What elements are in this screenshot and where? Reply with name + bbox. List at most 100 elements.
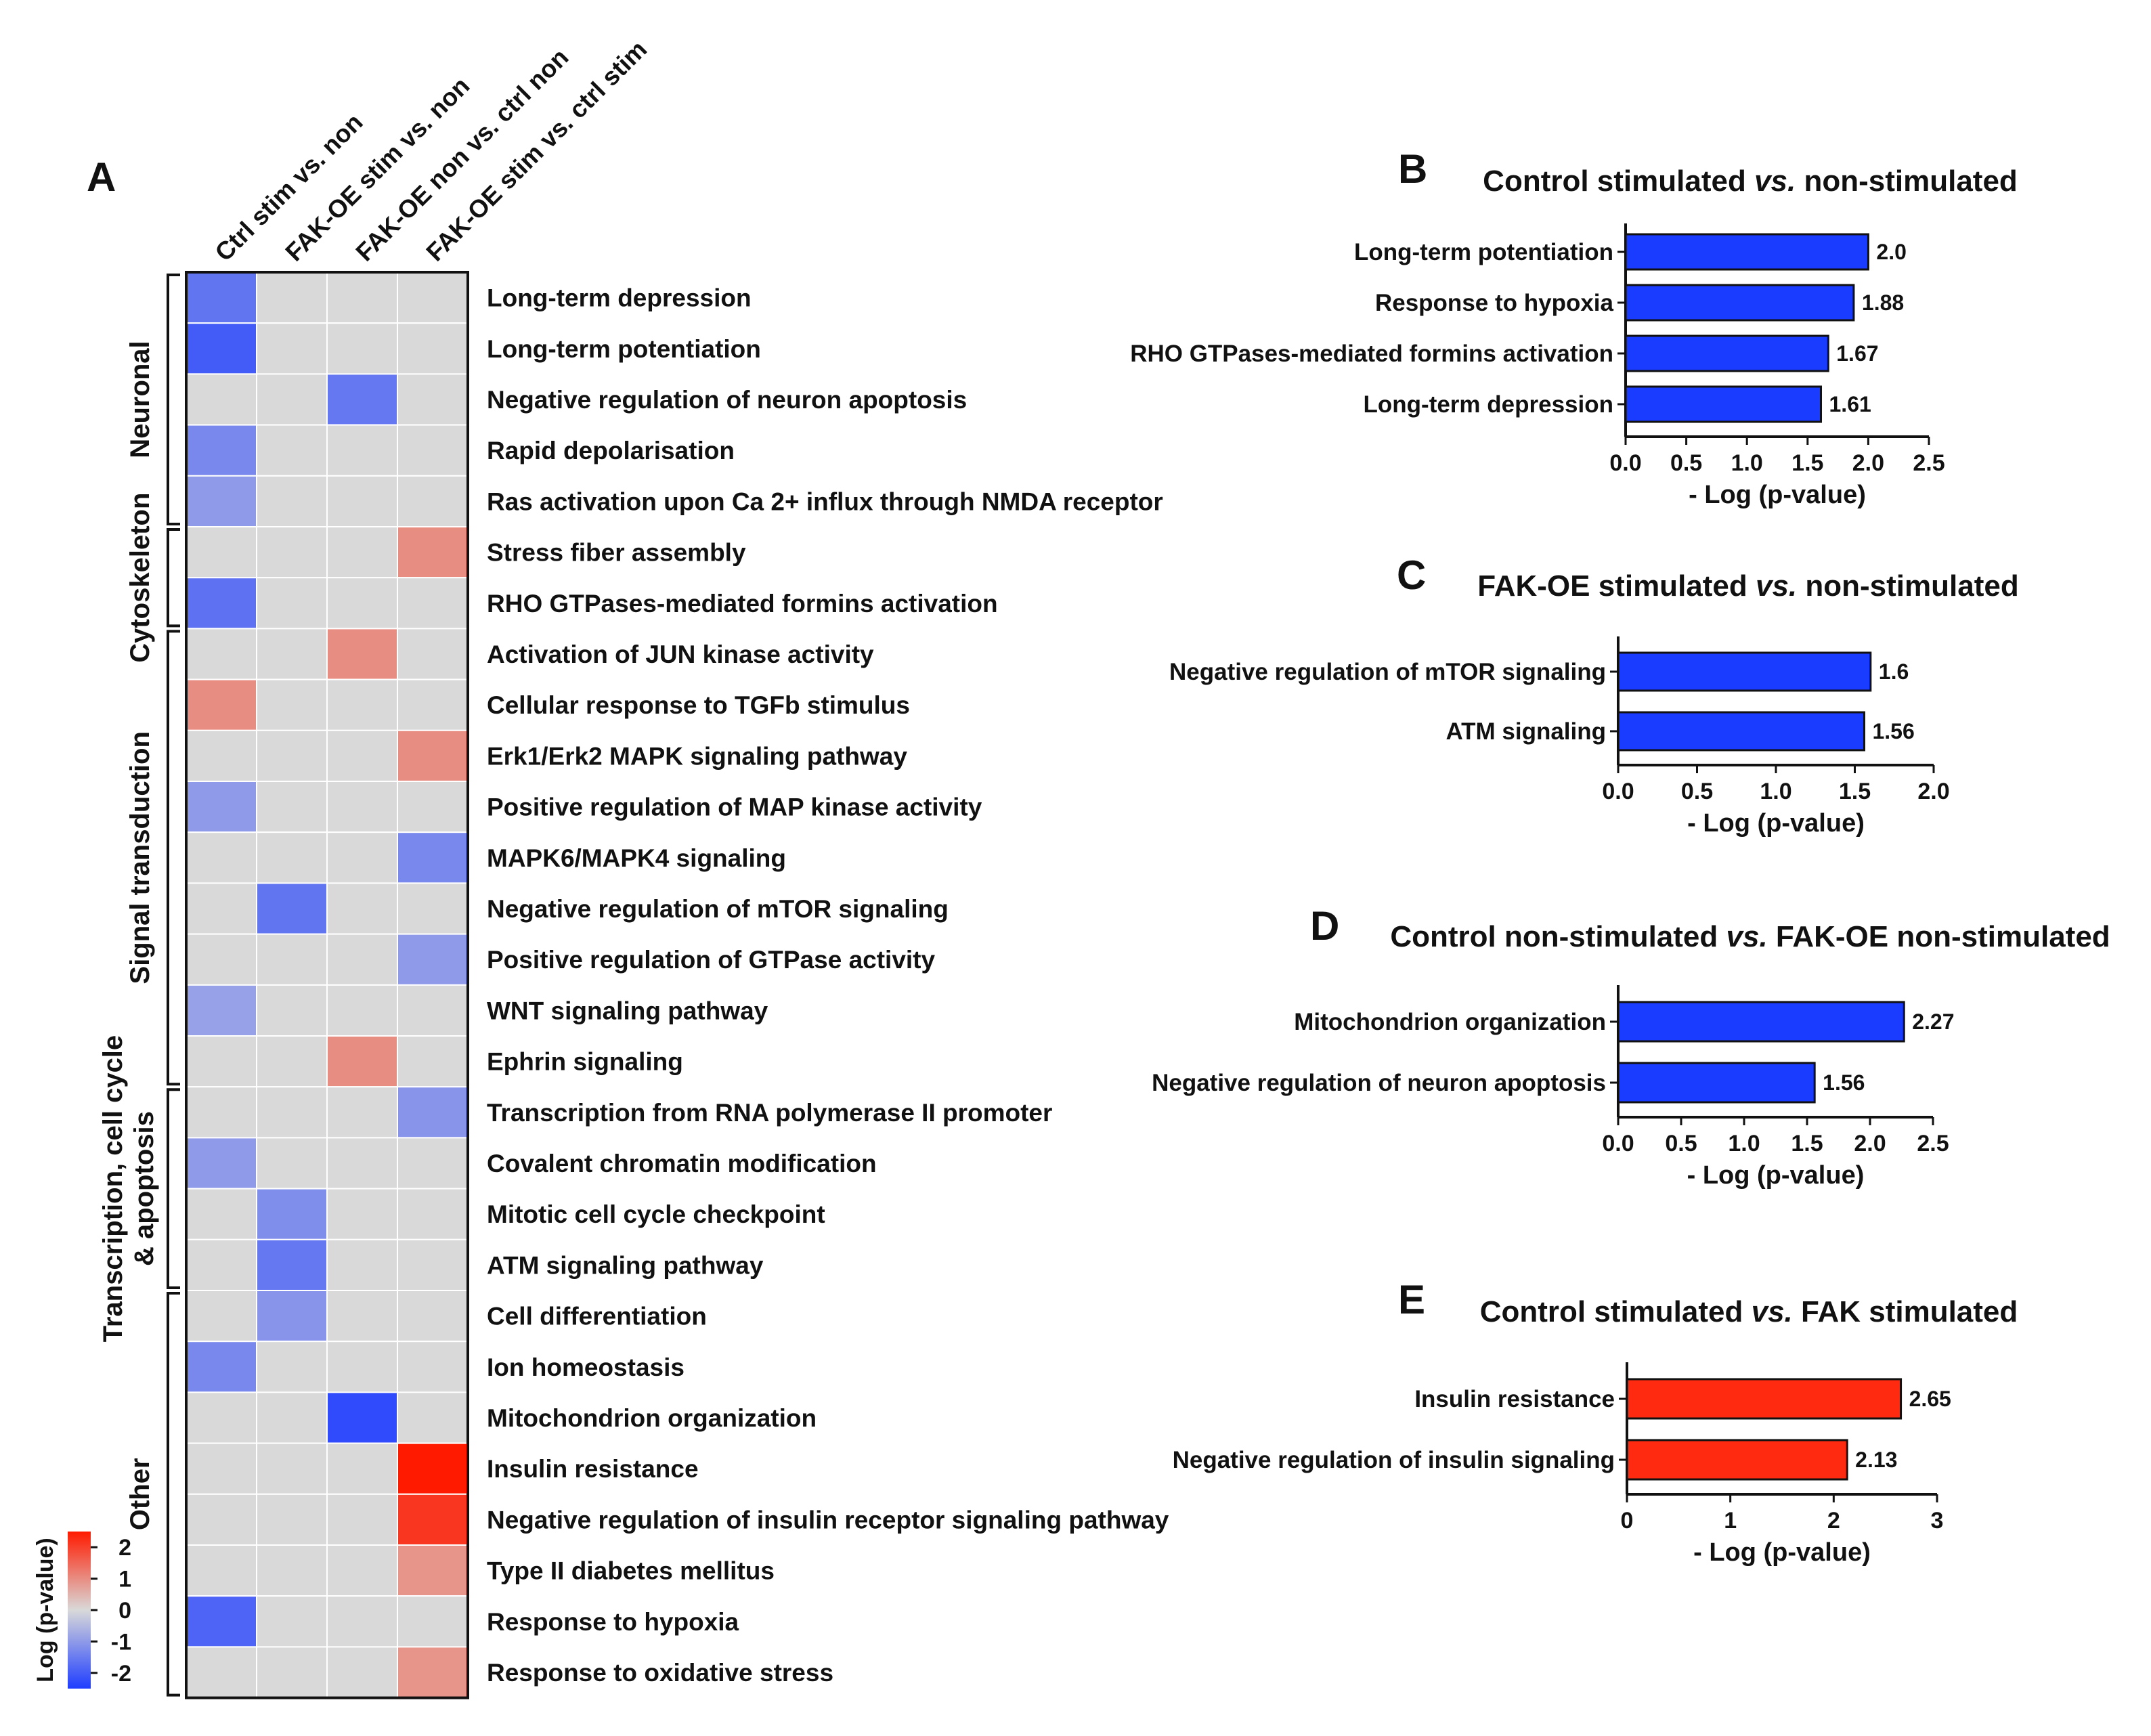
bar-category-label: RHO GTPases-mediated formins activation [1130,341,1613,367]
x-tick-label: 0.5 [1670,450,1702,476]
heatmap-cell [256,424,328,477]
bar-category-label: Negative regulation of neuron apoptosis [1152,1070,1606,1096]
heatmap-cell [256,628,328,680]
heatmap-cell [256,831,328,884]
group-bracket [167,528,180,628]
heatmap-row-label: Erk1/Erk2 MAPK signaling pathway [487,742,907,770]
x-tick-label: 1 [1724,1508,1737,1534]
bar-value-label: 2.13 [1855,1448,1897,1472]
x-axis-label: - Log (p-value) [1687,1161,1865,1190]
bar-chart-title: Control stimulated vs. non-stimulated [1483,165,2018,198]
heatmap-cell [397,1290,469,1343]
heatmap-row-label: Ephrin signaling [487,1048,683,1076]
group-label: Cytoskeleton [125,493,155,663]
group-label: Other [125,1458,155,1530]
x-tick-label: 0.0 [1602,1131,1634,1156]
heatmap-cell [186,1595,257,1648]
heatmap-cell [256,1290,328,1343]
heatmap-cell [326,1290,398,1343]
bar [1617,711,1865,752]
heatmap-frame [185,271,469,1699]
heatmap-row-label: Cell differentiation [487,1303,707,1330]
x-tick-label: 3 [1931,1508,1944,1534]
title-part: vs. [1726,920,1768,953]
heatmap-cell [397,1391,469,1444]
x-tick-label: 1.5 [1791,450,1823,476]
x-tick-label: 2.0 [1852,450,1884,476]
heatmap-cell [186,1442,257,1495]
x-axis-label: - Log (p-value) [1687,809,1865,838]
heatmap-cell [326,526,398,579]
bar [1624,334,1829,372]
heatmap-cell [186,1544,257,1597]
heatmap-cell [186,984,257,1037]
heatmap-cell [186,577,257,630]
heatmap-cell [186,781,257,833]
bar-value-label: 1.56 [1872,719,1914,743]
heatmap-cell [397,1442,469,1495]
title-part: non-stimulated [1796,165,2018,198]
heatmap-cell [397,1188,469,1240]
heatmap-cell [256,1086,328,1139]
heatmap-cell [256,1493,328,1546]
heatmap-row-label: Response to hypoxia [487,1608,739,1636]
title-part: non-stimulated [1797,569,2019,603]
bar-value-label: 2.65 [1909,1387,1951,1411]
heatmap-cell [256,1442,328,1495]
heatmap-cell [397,1238,469,1292]
panel-label-a: A [87,154,116,200]
heatmap-row-label: Mitochondrion organization [487,1404,817,1432]
x-tick-label: 0 [1621,1508,1634,1534]
heatmap-cell [256,1391,328,1444]
heatmap-cell [256,322,328,375]
x-tick-label: 2.5 [1917,1131,1949,1156]
heatmap-cell [256,781,328,833]
bar [1626,1378,1903,1420]
x-tick-label: 0.0 [1609,450,1641,476]
heatmap-cell [256,1595,328,1648]
x-tick-label: 2.0 [1917,779,1949,804]
heatmap-row-label: Positive regulation of MAP kinase activi… [487,794,982,821]
x-tick-label: 2.0 [1854,1131,1886,1156]
bar-value-label: 1.88 [1862,290,1904,315]
heatmap-cell [397,1493,469,1546]
heatmap-cell [326,577,398,630]
heatmap-row-label: Stress fiber assembly [487,539,746,567]
colorbar-tick-label: 2 [118,1535,131,1561]
heatmap-cell [186,272,257,324]
bar [1626,1439,1848,1481]
bar-category-label: Insulin resistance [1414,1386,1615,1412]
bar-value-label: 1.67 [1836,341,1878,366]
heatmap-cell [326,1493,398,1546]
title-part: vs. [1754,165,1796,198]
panel-label: C [1397,552,1426,598]
bar [1617,1062,1816,1104]
heatmap-row-label: Covalent chromatin modification [487,1150,877,1177]
heatmap-cell [397,526,469,579]
heatmap-cell [397,322,469,375]
x-tick-label: 2.5 [1913,450,1944,476]
colorbar [68,1532,91,1689]
group-label: Neuronal [125,341,155,458]
title-part: FAK stimulated [1793,1295,2018,1328]
heatmap-cell [326,1137,398,1190]
heatmap-cell [256,272,328,324]
heatmap-cell [397,424,469,477]
bar-chart-title: Control stimulated vs. FAK stimulated [1480,1295,2018,1328]
heatmap-row-label: ATM signaling pathway [487,1251,764,1279]
heatmap-cell [326,1086,398,1139]
bar [1617,651,1872,692]
heatmap-cell [256,1137,328,1190]
heatmap-cell [397,831,469,884]
heatmap-cell [186,373,257,426]
heatmap-cell [256,984,328,1037]
heatmap-cell [397,1086,469,1139]
group-label: Signal transduction [125,731,155,984]
heatmap-cell [256,373,328,426]
x-tick-label: 0.0 [1602,779,1634,804]
bar-value-label: 2.0 [1876,240,1906,264]
heatmap-cell [256,1646,328,1699]
heatmap-cell [256,1035,328,1088]
x-axis-label: - Log (p-value) [1689,481,1866,509]
heatmap-cell [397,729,469,783]
